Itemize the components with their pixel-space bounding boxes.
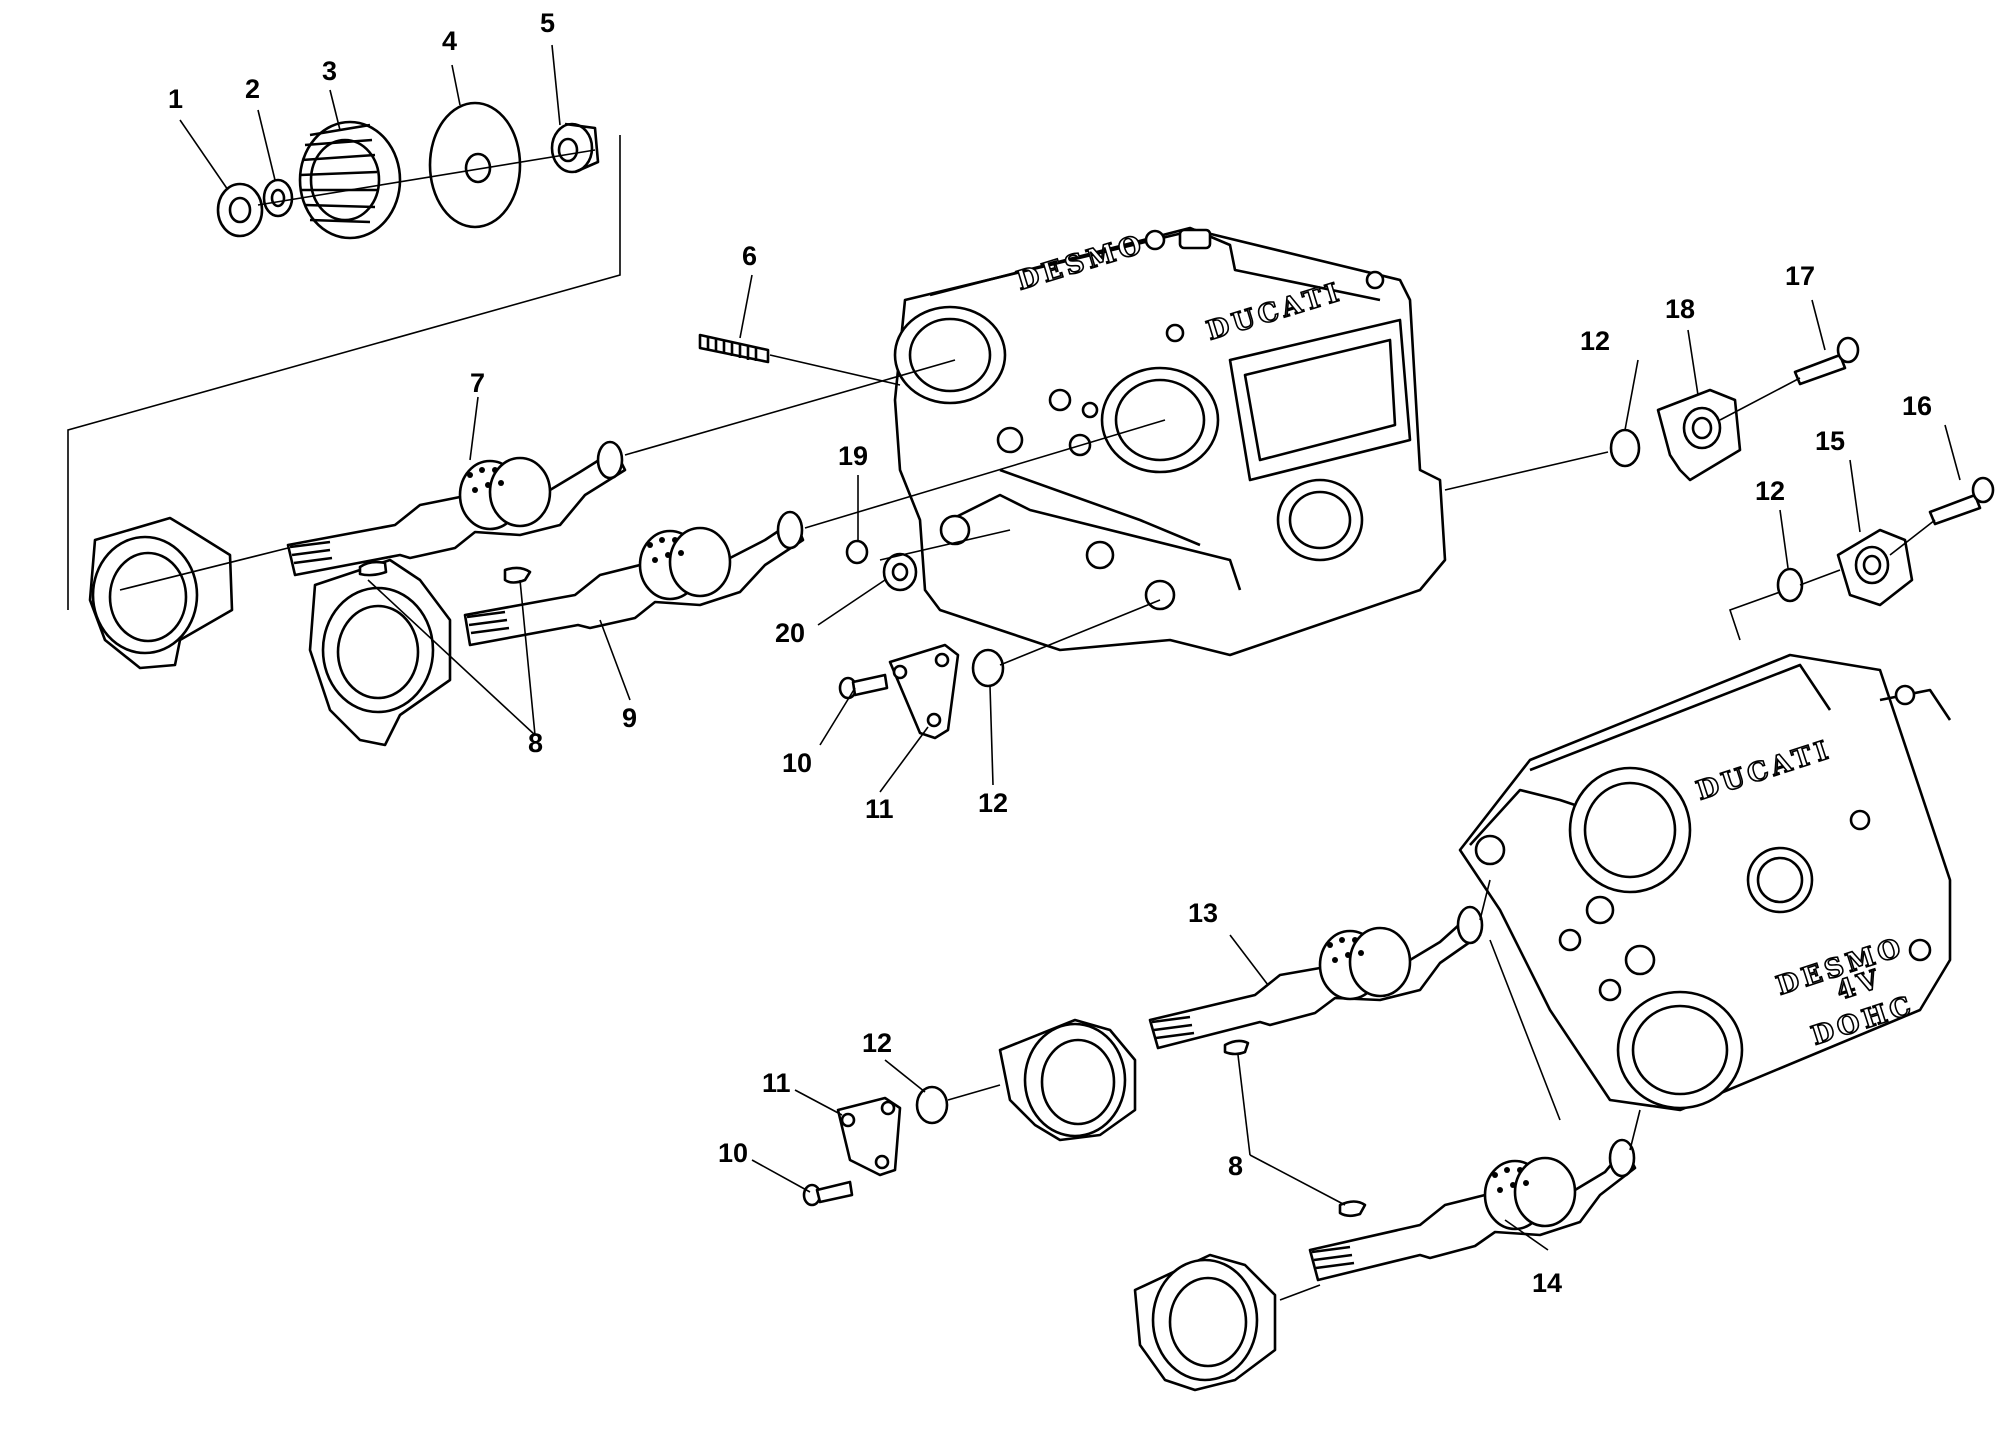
callout-8-lower: 8 bbox=[1228, 1151, 1243, 1181]
o-ring-part-12-right-upper bbox=[1609, 428, 1641, 468]
key-part-8-lower-b bbox=[1338, 1200, 1367, 1218]
timing-gear-assembly bbox=[216, 101, 600, 240]
timing-gear-part-3 bbox=[298, 120, 402, 240]
camshaft-part-14 bbox=[1308, 1138, 1637, 1282]
callout-17: 17 bbox=[1785, 261, 1815, 291]
camshaft-part-9 bbox=[463, 510, 805, 647]
screw-part-10-upper bbox=[838, 673, 889, 700]
bearing-housing-upper-left bbox=[88, 516, 234, 670]
bearing-housing-upper-middle bbox=[308, 558, 452, 747]
callout-12-right-upper: 12 bbox=[1580, 326, 1610, 356]
bearing-housing-lower-bottom bbox=[1133, 1253, 1277, 1392]
o-ring-part-12-middle bbox=[971, 648, 1005, 688]
callout-20: 20 bbox=[775, 618, 805, 648]
callout-12-right-lower: 12 bbox=[1755, 476, 1785, 506]
callout-7: 7 bbox=[470, 368, 485, 398]
upper-cylinder-head: DESMO DUCATI bbox=[893, 226, 1447, 657]
callouts: 1 2 3 4 5 6 7 8 9 10 11 12 12 12 12 13 1… bbox=[168, 8, 1932, 1298]
callout-18: 18 bbox=[1665, 294, 1695, 324]
callout-15: 15 bbox=[1815, 426, 1845, 456]
o-ring-part-12-lower bbox=[915, 1085, 949, 1125]
screw-part-17 bbox=[1793, 336, 1860, 386]
callout-2: 2 bbox=[245, 74, 260, 104]
lower-cylinder-head: DUCATI DESMO 4V DOHC bbox=[1458, 653, 1952, 1112]
camshaft-part-7 bbox=[286, 440, 627, 577]
callout-8-upper: 8 bbox=[528, 728, 543, 758]
screw-part-16 bbox=[1928, 476, 1995, 526]
callout-14: 14 bbox=[1532, 1268, 1562, 1298]
callout-13: 13 bbox=[1188, 898, 1218, 928]
callout-19: 19 bbox=[838, 441, 868, 471]
callout-4: 4 bbox=[442, 26, 457, 56]
callout-11-lower: 11 bbox=[762, 1068, 791, 1098]
plate-part-11-upper bbox=[888, 643, 960, 740]
camshaft-part-13 bbox=[1148, 905, 1484, 1050]
callout-10-upper: 10 bbox=[782, 748, 812, 778]
key-part-8-upper-a bbox=[358, 560, 388, 577]
assembly-lines bbox=[67, 135, 1936, 1301]
callout-16: 16 bbox=[1902, 391, 1932, 421]
callout-9: 9 bbox=[622, 703, 637, 733]
bearing-housing-lower-middle bbox=[998, 1018, 1137, 1142]
callout-6: 6 bbox=[742, 241, 757, 271]
leader-lines bbox=[179, 44, 1961, 1251]
plug-part-19 bbox=[845, 539, 869, 565]
key-part-8-upper-b bbox=[503, 566, 532, 584]
stud-part-6 bbox=[698, 333, 770, 364]
o-ring-part-12-right-lower bbox=[1776, 567, 1804, 603]
key-part-8-lower-a bbox=[1223, 1039, 1250, 1056]
callout-1: 1 bbox=[168, 84, 183, 114]
callout-11-upper: 11 bbox=[865, 794, 894, 824]
callout-3: 3 bbox=[322, 56, 337, 86]
callout-10-lower: 10 bbox=[718, 1138, 748, 1168]
screw-part-10-lower bbox=[802, 1180, 854, 1207]
callout-12-middle: 12 bbox=[978, 788, 1008, 818]
callout-5: 5 bbox=[540, 8, 555, 38]
callout-12-lower: 12 bbox=[862, 1028, 892, 1058]
